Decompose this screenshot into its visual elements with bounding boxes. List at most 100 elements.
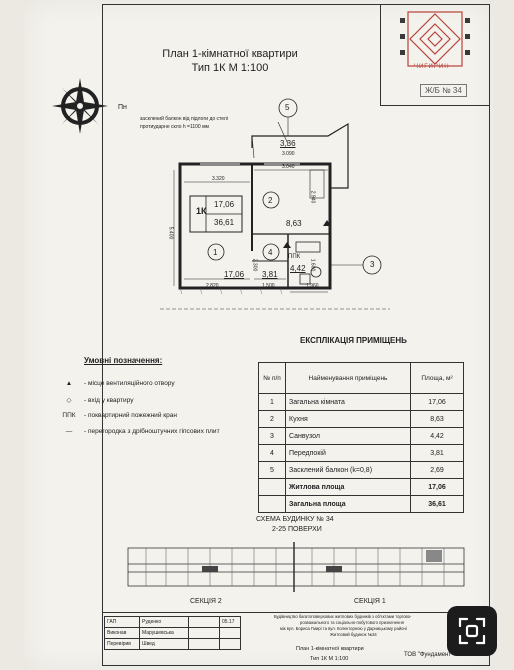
stamp-role: Виконав xyxy=(104,627,140,639)
sheet-name-line2: Тип 1К М 1:100 xyxy=(310,656,349,662)
section-1-label: СЕКЦІЯ 1 xyxy=(354,598,386,605)
corner-badge: Ж/Б № 34 xyxy=(420,84,467,97)
building-scheme xyxy=(127,542,465,592)
scheme-title: СХЕМА БУДИНКУ № 34 xyxy=(256,516,334,523)
room-1-area: 17,06 xyxy=(224,270,245,279)
section-2-label: СЕКЦІЯ 2 xyxy=(190,598,222,605)
table-row-total: Житлова площа 17,06 xyxy=(258,478,464,496)
stamp-name: Швед xyxy=(139,638,189,650)
legend-text: - місце вентиляційного отвору xyxy=(84,380,175,387)
legend-text: - поквартирний пожежний кран xyxy=(84,412,177,419)
explication-title: ЕКСПЛІКАЦІЯ ПРИМІЩЕНЬ xyxy=(300,336,407,345)
legend-item: ППК - поквартирний пожежний кран xyxy=(58,412,177,419)
scan-document-button[interactable] xyxy=(447,606,497,656)
cell-name: Загальна кімната xyxy=(285,393,411,411)
vent-triangle-icon: ▲ xyxy=(65,380,73,387)
room-2-number: 2 xyxy=(268,196,273,205)
cell-area: 2,69 xyxy=(410,461,464,479)
explication-table: № п/п Найменування приміщень Площа, м² 1… xyxy=(258,362,464,513)
cell-name: Житлова площа xyxy=(285,478,411,496)
col-name-header: Найменування приміщень xyxy=(285,362,411,394)
dim-5400: 5.400 xyxy=(167,226,174,240)
legend-item: ▲ - місце вентиляційного отвору xyxy=(58,380,175,387)
room-5-number: 5 xyxy=(285,103,290,112)
table-row: ГАП Руденко 05.17 xyxy=(104,616,241,628)
cell-num: 4 xyxy=(258,444,286,462)
ppk-symbol: ППК xyxy=(62,412,76,419)
cell-area: 17,06 xyxy=(410,393,464,411)
table-row: 1 Загальна кімната 17,06 xyxy=(258,393,464,411)
ppk-label: ППК xyxy=(288,254,301,260)
page-title: План 1-кімнатної квартири xyxy=(162,48,298,60)
cell-area: 17,06 xyxy=(410,478,464,496)
dim-1600: 1.600 xyxy=(309,258,316,272)
logo-caption: ЧИГИРИН xyxy=(414,64,450,70)
table-row: 3 Санвузол 4,42 xyxy=(258,427,464,445)
cell-area: 8,63 xyxy=(410,410,464,428)
cell-area: 3,81 xyxy=(410,444,464,462)
compass-label: Пн xyxy=(118,104,127,111)
table-row: Виконав Марушевська xyxy=(104,627,241,639)
balcony-note-line2: протиударне скло h =1100 мм xyxy=(140,124,209,130)
legend-title: Умовні позначення: xyxy=(84,356,163,365)
scan-icon xyxy=(458,617,486,645)
cell-area: 4,42 xyxy=(410,427,464,445)
stamp-signatures: ГАП Руденко 05.17 Виконав Марушевська Пе… xyxy=(104,616,241,650)
dim-1500: 1.500 xyxy=(262,283,275,289)
cell-name: Засклений балкон (k=0,8) xyxy=(285,461,411,479)
stamp-date: 05.17 xyxy=(219,616,241,628)
dim-1960: 1.960 xyxy=(306,283,319,289)
stamp-role: ГАП xyxy=(104,616,140,628)
stamp-date xyxy=(219,627,241,639)
project-line4: Житловий будинок №34 xyxy=(330,632,377,637)
entry-diamond-icon: ◇ xyxy=(66,397,72,404)
cell-num: 3 xyxy=(258,427,286,445)
col-number-header: № п/п xyxy=(258,362,286,394)
room-3-area: 4,42 xyxy=(290,264,306,273)
legend-text: - вхід у квартиру xyxy=(84,396,134,404)
project-line2: розважального та соціально-побутового пр… xyxy=(300,620,404,625)
room-2-area: 8,63 xyxy=(286,219,302,228)
stamp-role: Перевірив xyxy=(104,638,140,650)
stamp-name: Марушевська xyxy=(139,627,189,639)
table-row: 4 Передпокій 3,81 xyxy=(258,444,464,462)
dim-3040: 3.040 xyxy=(282,164,295,170)
room-3-number: 3 xyxy=(370,260,375,269)
partition-line-icon: — xyxy=(65,428,73,435)
page-subtitle: Тип 1К М 1:100 xyxy=(191,62,269,74)
apartment-total-area: 36,61 xyxy=(214,218,235,227)
dim-2820: 2.820 xyxy=(206,283,219,289)
company-name: ТОВ "Фундамент" xyxy=(404,652,454,658)
cell-num: 2 xyxy=(258,410,286,428)
table-row: Перевірив Швед xyxy=(104,638,241,650)
scheme-subtitle: 2-25 ПОВЕРХИ xyxy=(272,526,322,533)
room-4-number: 4 xyxy=(268,248,273,257)
dim-2300: 2.300 xyxy=(251,258,258,272)
floor-plan xyxy=(160,98,390,310)
room-5-area: 3,36 xyxy=(280,139,296,148)
apartment-type: 1К xyxy=(196,206,207,216)
balcony-note-line1: засклений балкон від підлоги до стелі xyxy=(140,116,228,122)
legend-item: — - перегородка з дрібноштучних гіпсових… xyxy=(58,428,220,435)
dim-3320: 3.320 xyxy=(212,176,225,182)
table-row: 5 Засклений балкон (k=0,8) 2,69 xyxy=(258,461,464,479)
table-row-total: Загальна площа 36,61 xyxy=(258,495,464,513)
cell-area: 36,61 xyxy=(410,495,464,513)
cell-num: 1 xyxy=(258,393,286,411)
table-row: 2 Кухня 8,63 xyxy=(258,410,464,428)
legend-text: - перегородка з дрібноштучних гіпсових п… xyxy=(84,428,220,435)
ornament-logo-icon xyxy=(400,11,470,67)
stamp-name: Руденко xyxy=(139,616,189,628)
stamp-date xyxy=(219,638,241,650)
dim-3090: 3.090 xyxy=(282,151,295,157)
project-line3: мік вул. Бориса Гмирі та вул. Колекторно… xyxy=(280,626,407,631)
sheet-name-line1: План 1-кімнатної квартири xyxy=(296,646,364,652)
apartment-living-area: 17,06 xyxy=(214,200,235,209)
cell-name: Кухня xyxy=(285,410,411,428)
cell-name: Передпокій xyxy=(285,444,411,462)
room-4-area: 3,81 xyxy=(262,270,278,279)
logo-frame xyxy=(380,4,490,106)
dim-2940: 2.940 xyxy=(309,190,316,204)
cell-name: Санвузол xyxy=(285,427,411,445)
compass-rose-icon xyxy=(52,78,108,134)
